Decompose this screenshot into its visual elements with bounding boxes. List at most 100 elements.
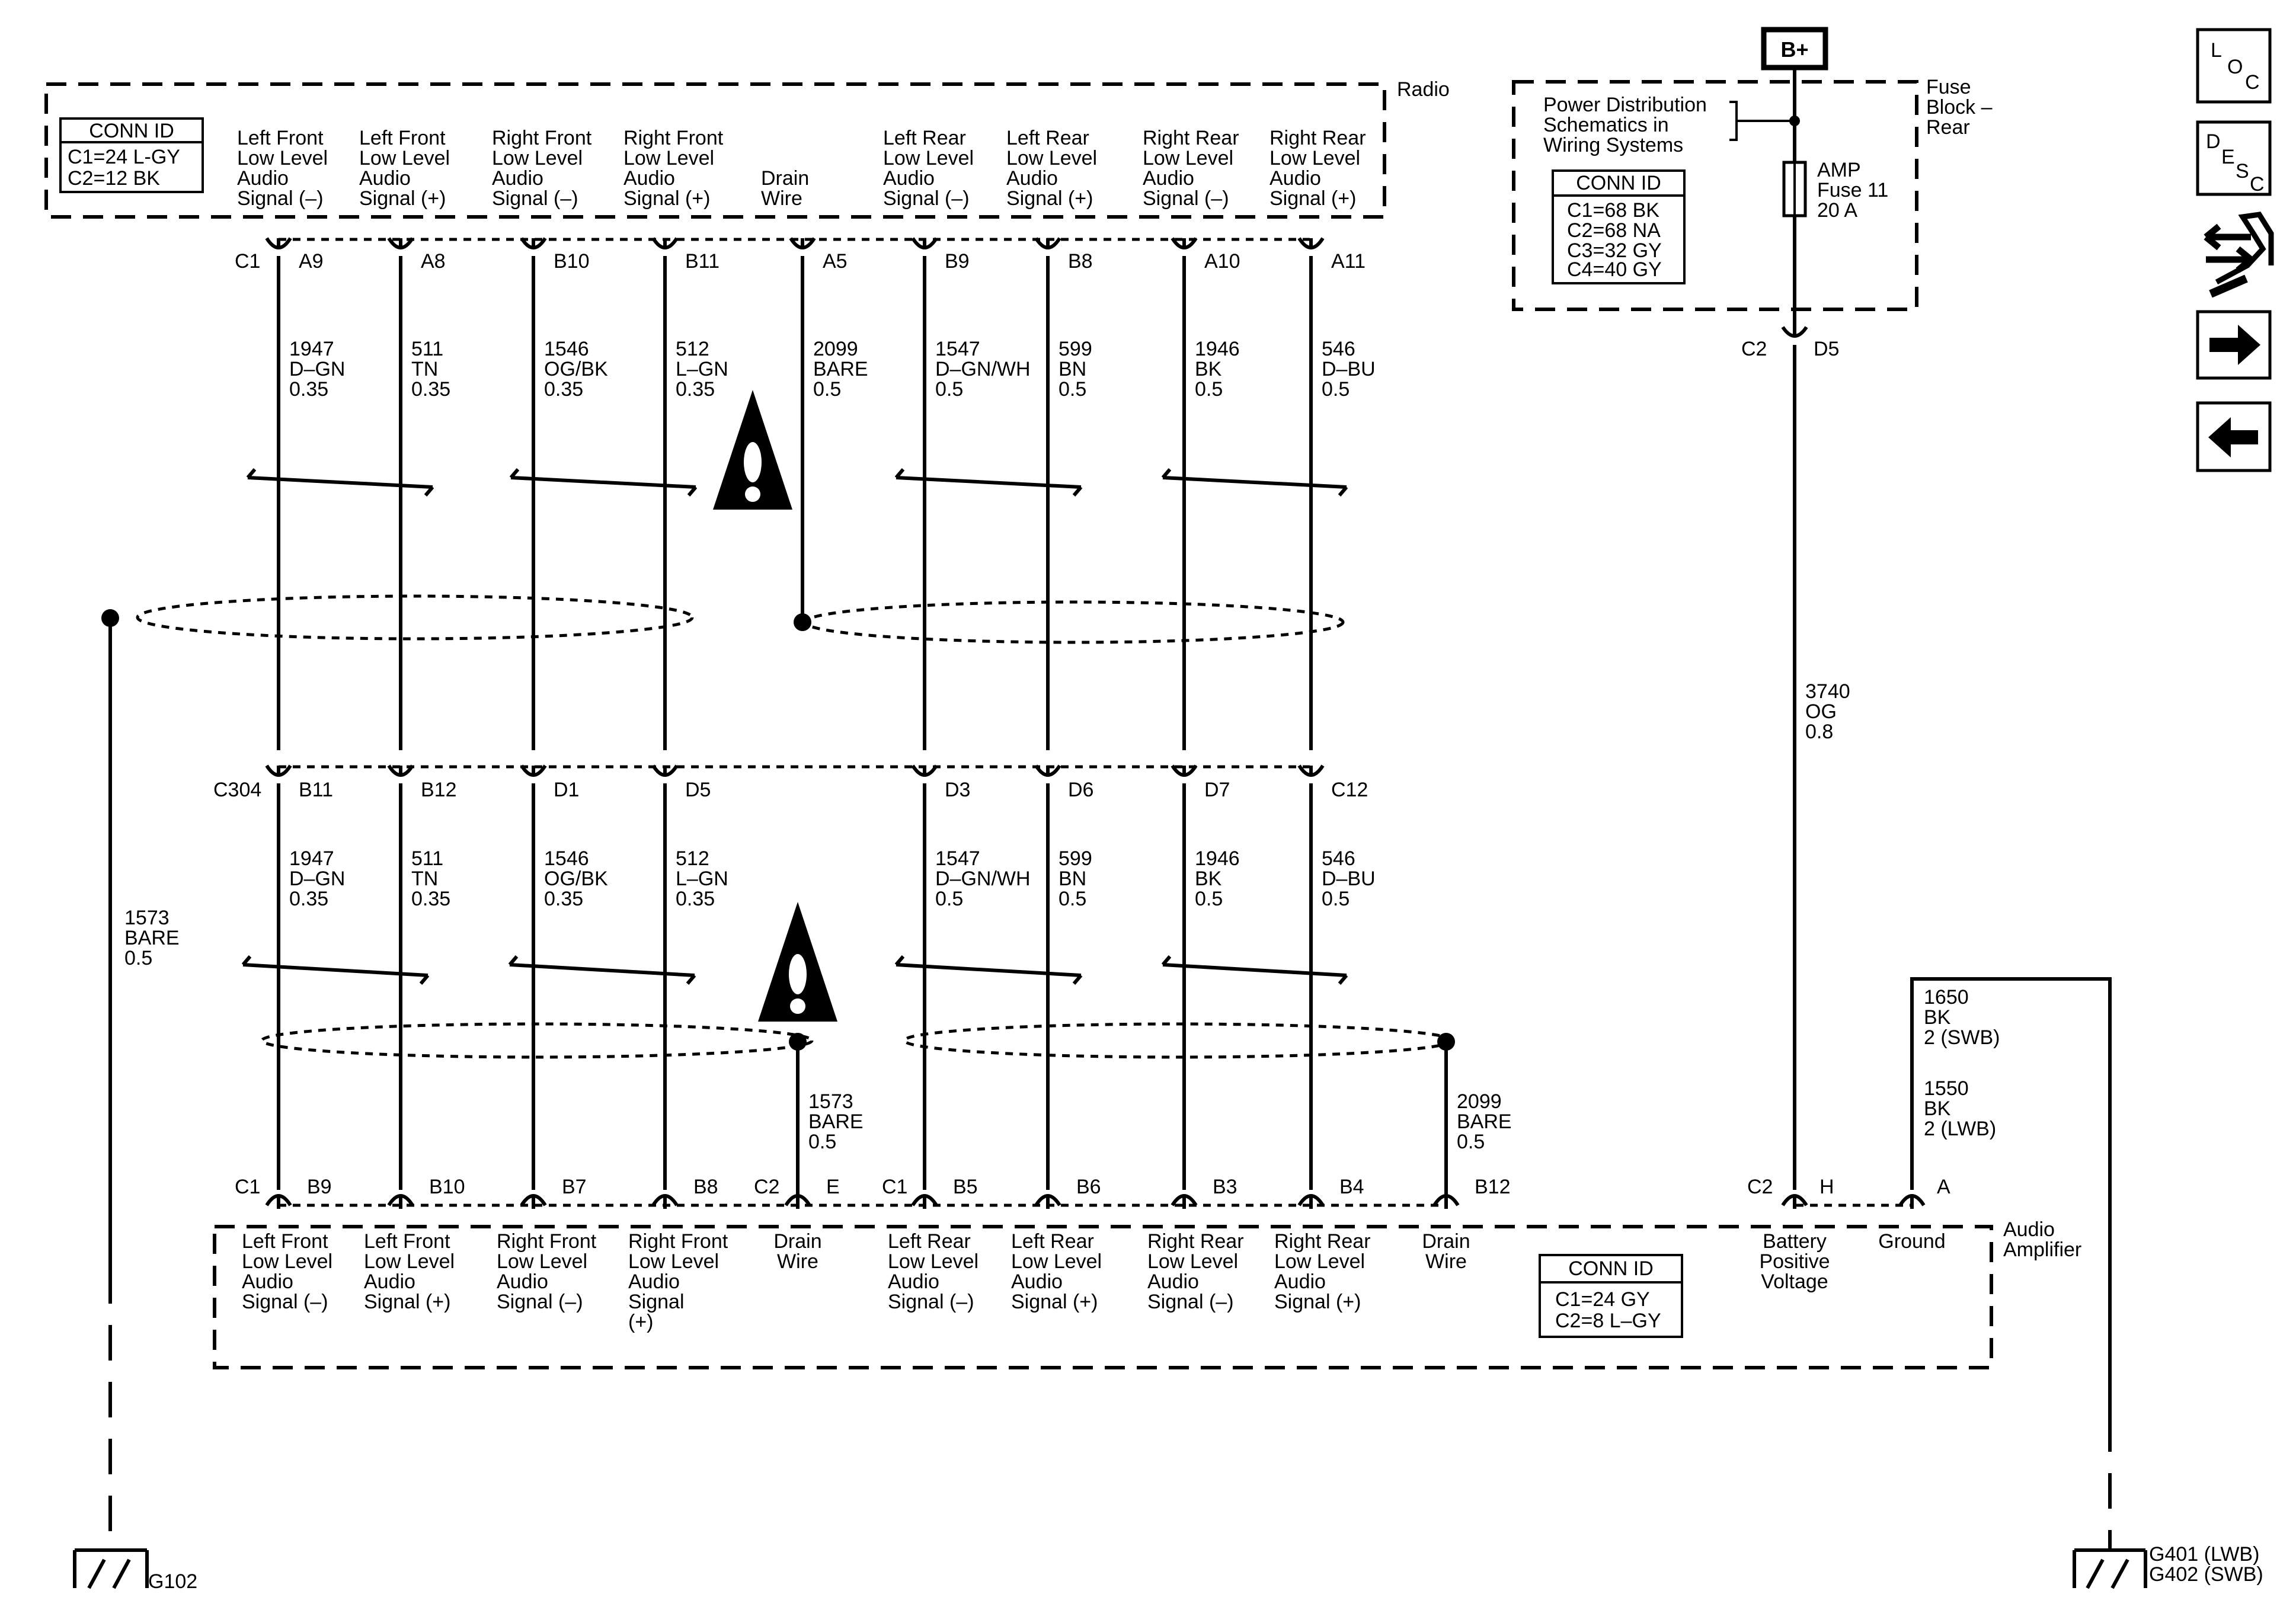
fuse-block-conn-id-header: CONN ID xyxy=(1576,172,1661,194)
battery-box xyxy=(1761,27,1828,71)
radio-pin-label: Audio xyxy=(883,167,935,190)
inline-pin-id: B11 xyxy=(299,779,333,801)
radio-pin-label: Right Rear xyxy=(1269,127,1366,149)
fuse-block-conn-id-line: C4=40 GY xyxy=(1567,258,1662,281)
amplifier-pin-id: B10 xyxy=(429,1176,465,1198)
ground-icon xyxy=(73,1548,149,1589)
radio-pin-label: Audio xyxy=(623,167,675,190)
wire-label: 1546 xyxy=(544,338,589,360)
previous-page-button[interactable] xyxy=(2196,401,2272,472)
wire-label: 599 xyxy=(1059,338,1092,360)
upper-wires: 1947D–GN0.35511TN0.351546OG/BK0.35512L–G… xyxy=(277,256,1376,750)
radio-pin-label: Low Level xyxy=(883,147,974,169)
wire-label: BARE xyxy=(813,358,868,380)
radio-pin-label: Left Front xyxy=(237,127,324,149)
svg-text:S: S xyxy=(2236,160,2249,183)
wire-label: 512 xyxy=(676,338,709,360)
wire-label: 1573 xyxy=(808,1090,853,1113)
radio-pin-id: A11 xyxy=(1331,250,1366,273)
wire-label: 0.35 xyxy=(411,378,450,401)
ground-icon xyxy=(2073,1548,2147,1589)
radio-pin-label: Signal (+) xyxy=(623,187,710,210)
radio-pin-label: Low Level xyxy=(623,147,714,169)
wire-label: BK xyxy=(1924,1006,1951,1029)
radio-pin-label: Signal (–) xyxy=(492,187,578,210)
power-distribution-ref[interactable]: Wiring Systems xyxy=(1543,134,1683,156)
amplifier-pin-label: Right Rear xyxy=(1274,1230,1371,1253)
amplifier-pin-label: Signal (–) xyxy=(242,1291,328,1313)
twist-mark xyxy=(896,476,1082,489)
amplifier-connector-id: C1 xyxy=(882,1176,907,1198)
amplifier-pin-id: E xyxy=(826,1176,840,1198)
wire-label: BARE xyxy=(1457,1110,1512,1133)
wire-label: 2099 xyxy=(1457,1090,1502,1113)
wire-label: D–BU xyxy=(1322,868,1376,890)
desc-button[interactable]: D E S C xyxy=(2196,120,2272,196)
connector-view-icon[interactable] xyxy=(2204,212,2274,298)
radio-pin-label: Audio xyxy=(1269,167,1321,190)
power-ref-bracket xyxy=(1729,101,1795,141)
ground-symbol-g401-g402[interactable]: G401 (LWB) G402 (SWB) xyxy=(2073,1543,2263,1589)
wire-label: 511 xyxy=(411,847,443,870)
amplifier-pin-label: Wire xyxy=(1425,1250,1467,1273)
wire-label: 0.35 xyxy=(411,888,450,910)
power-distribution-ref[interactable]: Schematics in xyxy=(1543,114,1669,136)
warning-icon[interactable] xyxy=(758,902,837,1022)
amplifier-pin-label: Right Front xyxy=(628,1230,728,1253)
wire-label: 0.35 xyxy=(289,888,328,910)
wire-label: 2099 xyxy=(813,338,858,360)
lower-wires: 1947D–GN0.35511TN0.351546OG/BK0.35512L–G… xyxy=(277,783,1376,1190)
shield-ellipse xyxy=(903,1022,1454,1059)
radio-pin-label: Audio xyxy=(1143,167,1194,190)
fuse-block-component: B+ Fuse Block – Rear Power Distribution … xyxy=(1512,27,1993,360)
radio-conn-id: CONN ID C1=24 L-GY C2=12 BK xyxy=(59,117,204,193)
wire-label: 0.8 xyxy=(1805,721,1833,743)
twist-mark-end xyxy=(246,468,434,497)
amplifier-pin-label: Signal (–) xyxy=(888,1291,974,1313)
inline-pin-id: B12 xyxy=(421,779,457,801)
ground-symbol-g102[interactable]: G102 xyxy=(73,1548,197,1593)
shield-ellipse xyxy=(803,600,1345,644)
radio-label: Radio xyxy=(1397,78,1450,101)
wire-label: 1946 xyxy=(1195,847,1240,870)
amplifier-pin-label: Low Level xyxy=(364,1250,455,1273)
radio-component: Radio CONN ID C1=24 L-GY C2=12 BK Left F… xyxy=(44,78,1450,273)
amplifier-pin-label: Low Level xyxy=(628,1250,719,1273)
loc-button[interactable]: L O C xyxy=(2196,28,2272,104)
wire-label: 1547 xyxy=(935,338,980,360)
twist-mark-end xyxy=(1161,468,1348,497)
wire-label: 546 xyxy=(1322,847,1355,870)
twist-mark-end xyxy=(1161,955,1348,985)
fuse-block-conn-id-line: C3=32 GY xyxy=(1567,239,1662,262)
wire-label: 0.35 xyxy=(676,378,715,401)
amplifier-label: Audio xyxy=(2003,1218,2055,1241)
radio-pin-label: Low Level xyxy=(1006,147,1097,169)
wire-label: 1547 xyxy=(935,847,980,870)
amplifier-pin-id: B9 xyxy=(307,1176,332,1198)
fuse-block-outline xyxy=(1512,80,1918,311)
amplifier-pin-label: Audio xyxy=(628,1270,680,1293)
amplifier-pin-id: B6 xyxy=(1076,1176,1101,1198)
twist-mark xyxy=(896,963,1082,977)
arrow-left-icon xyxy=(2208,417,2258,457)
amplifier-pin-label: Left Front xyxy=(242,1230,328,1253)
next-page-button[interactable] xyxy=(2196,310,2272,380)
amplifier-pin-id: B5 xyxy=(953,1176,978,1198)
wire-label: 2 (SWB) xyxy=(1924,1026,2000,1049)
warning-icon[interactable] xyxy=(713,390,792,510)
radio-pin-label: Signal (+) xyxy=(1269,187,1356,210)
wire-label: D–GN/WH xyxy=(935,868,1031,890)
wire-label: 546 xyxy=(1322,338,1355,360)
amplifier-pin-label: Audio xyxy=(1274,1270,1326,1293)
ground-label: G401 (LWB) xyxy=(2149,1543,2259,1566)
shield-ellipse xyxy=(136,594,694,641)
svg-text:L: L xyxy=(2211,39,2222,62)
power-distribution-ref[interactable]: Power Distribution xyxy=(1543,94,1707,116)
amplifier-pin-label: Signal (+) xyxy=(364,1291,450,1313)
amplifier-pin-id: B7 xyxy=(562,1176,587,1198)
wire-label: TN xyxy=(411,868,438,890)
wire-label: 0.5 xyxy=(1059,378,1086,401)
